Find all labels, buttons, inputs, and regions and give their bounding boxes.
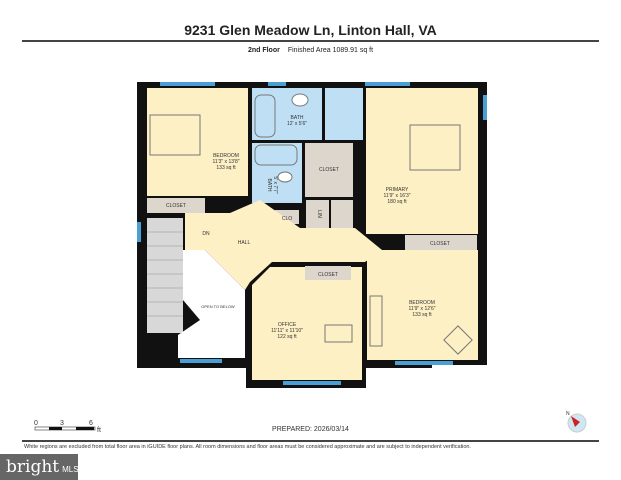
bedroom2-label: BEDROOM (409, 300, 435, 306)
divider (22, 440, 599, 442)
clo-label: CLO (282, 216, 292, 222)
bathtub-icon (254, 94, 276, 138)
window (283, 381, 341, 385)
bathtub-icon (254, 144, 298, 166)
bath1-label: BATH (291, 115, 304, 121)
bedroom1-area: 133 sq ft (216, 165, 236, 171)
bath1-dims: 12' x 5'6" (287, 121, 307, 127)
closet-center (305, 143, 353, 197)
dn-label: DN (202, 231, 210, 237)
logo-suffix: MLS (62, 465, 79, 474)
disclaimer: White regions are excluded from total fl… (24, 444, 471, 450)
primary-label: PRIMARY (386, 187, 409, 193)
prepared-date: PREPARED: 2026/03/14 (272, 426, 349, 433)
finished-area: Finished Area 1089.91 sq ft (287, 47, 374, 54)
scale-tick: 0 (34, 420, 38, 427)
closet-office (305, 266, 351, 280)
closet-office-label: CLOSET (318, 272, 338, 278)
closet-primary (405, 235, 477, 250)
closet-bed1 (147, 198, 205, 213)
window (365, 82, 410, 86)
hall-label: HALL (238, 240, 251, 246)
scale-tick: 3 (60, 420, 64, 427)
stairs (147, 218, 183, 333)
desk-icon (324, 324, 353, 343)
bath2-label: BATH (266, 179, 272, 192)
page-title: 9231 Glen Meadow Ln, Linton Hall, VA (184, 22, 437, 38)
logo-text: bright (6, 457, 60, 477)
window (395, 361, 453, 365)
bath2-dims: 5' x 7'7" (272, 176, 278, 194)
window (137, 222, 141, 242)
bed-icon (409, 124, 461, 171)
office-label: OFFICE (278, 322, 297, 328)
floor-name: 2nd Floor (247, 47, 280, 54)
open-below-label: OPEN TO BELOW (201, 304, 235, 309)
linen (331, 200, 353, 228)
window (268, 82, 286, 86)
toilet-icon (277, 171, 293, 183)
laundry (306, 200, 329, 228)
bedroom1-label: BEDROOM (213, 153, 239, 159)
compass-icon: N (566, 411, 587, 433)
primary-dims: 11'9" x 16'3" (383, 193, 410, 199)
floor-info: 2nd Floor Finished Area 1089.91 sq ft (0, 47, 621, 54)
office-area: 122 sq ft (277, 334, 297, 340)
closet-primary-label: CLOSET (430, 241, 450, 247)
sink-area-floor (325, 88, 363, 140)
bath2-floor (252, 143, 302, 203)
stair-treads (147, 231, 183, 317)
scale-tick: 6 (89, 420, 93, 427)
bedroom1-floor (147, 88, 248, 196)
bath1-floor (252, 88, 322, 140)
office-dims: 11'11" x 11'10" (271, 328, 303, 334)
hall-floor (185, 200, 382, 290)
primary-area: 180 sq ft (387, 199, 407, 205)
closet-center-label: CLOSET (319, 167, 339, 173)
primary-floor (366, 88, 478, 234)
bedroom2-dims: 11'9" x 12'6" (408, 306, 435, 312)
scale-bar: 0 3 6 ft (34, 420, 101, 434)
chair-icon (443, 325, 473, 355)
divider (22, 40, 599, 42)
bedroom1-dims: 11'3" x 13'8" (212, 159, 239, 165)
bedroom2-floor (367, 250, 478, 360)
toilet-icon (291, 93, 309, 107)
window (180, 359, 222, 363)
window (160, 82, 215, 86)
office-floor (252, 267, 362, 380)
closet-bed1-label: CLOSET (166, 203, 186, 209)
lin-label: LIN (316, 210, 322, 218)
dresser-icon (369, 295, 383, 347)
scale-unit: ft (97, 427, 101, 434)
open-to-below (178, 250, 245, 358)
window (483, 95, 487, 120)
bed-icon (149, 114, 201, 156)
bedroom2-area: 133 sq ft (412, 312, 432, 318)
compass-north: N (566, 411, 570, 417)
